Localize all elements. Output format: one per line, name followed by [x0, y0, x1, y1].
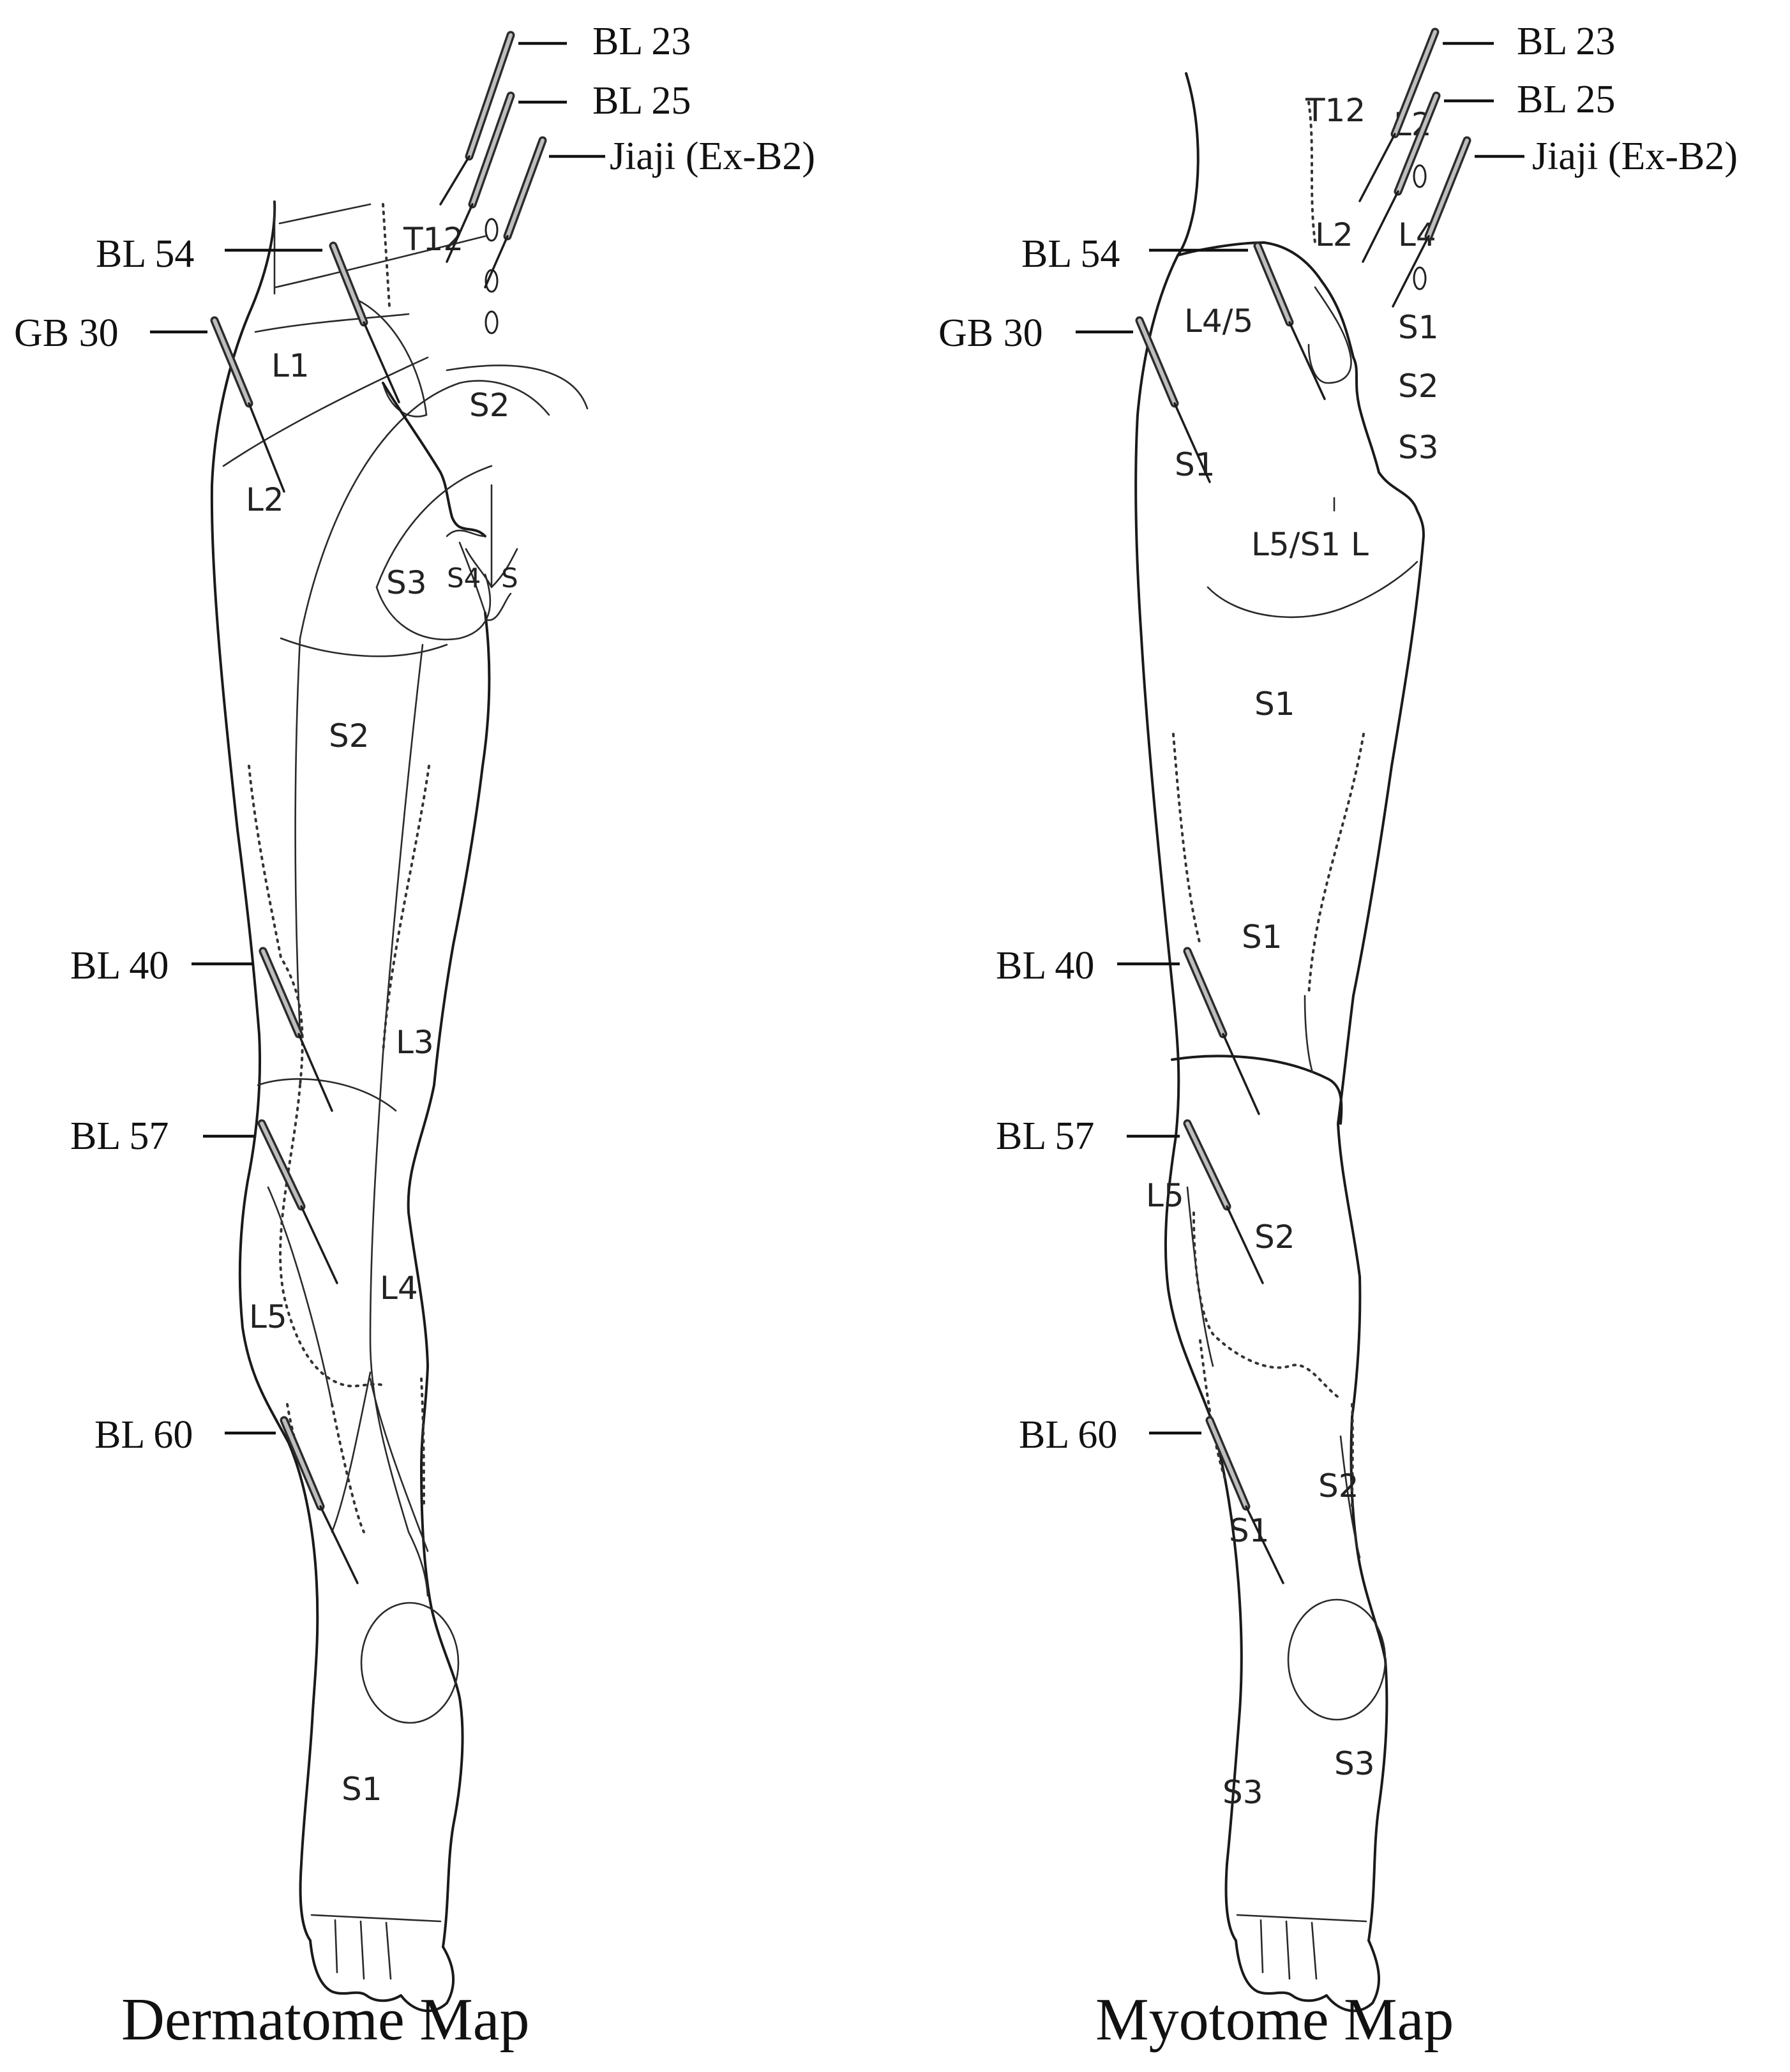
myotome-region-l5: L5 [1146, 1177, 1184, 1214]
dermatome-region-l2: L2 [246, 481, 284, 518]
dermatome-region-l5: L5 [249, 1298, 287, 1335]
dermatome-region-s4: S4 [447, 562, 481, 594]
dermatome-label-bl54: BL 54 [96, 232, 194, 276]
dermatome-region-l4: L4 [380, 1270, 418, 1307]
myotome-label-bl23: BL 23 [1517, 20, 1615, 63]
myotome-region-s1-buttock: S1 [1175, 446, 1215, 483]
myotome-region-s3-medial: S3 [1334, 1745, 1375, 1782]
myotome-acupoint-labels: BL 23 BL 25 Jiaji (Ex-B2) BL 54 GB 30 BL… [938, 20, 1738, 1457]
myotome-label-jiaji: Jiaji (Ex-B2) [1532, 135, 1738, 178]
dermatome-needles [210, 31, 547, 1584]
myotome-label-bl60: BL 60 [1019, 1413, 1117, 1457]
myotome-region-s3-lateral: S3 [1222, 1774, 1263, 1811]
dermatome-leader-lines [150, 41, 605, 1435]
dermatome-region-s1: S1 [342, 1771, 382, 1808]
myotome-region-l5-s1: L5/S1 L [1251, 526, 1369, 563]
myotome-region-s1-upper: S1 [1398, 309, 1439, 346]
myotome-label-gb30: GB 30 [938, 312, 1043, 355]
myotome-region-s2-calf: S2 [1254, 1219, 1295, 1256]
dermatome-label-bl57: BL 57 [70, 1115, 169, 1158]
dermatome-label-bl60: BL 60 [94, 1413, 193, 1457]
myotome-leg-outline [1134, 72, 1425, 2013]
myotome-dotted-boundaries [1172, 733, 1365, 1508]
myotome-leader-lines [1076, 41, 1524, 1435]
myotome-label-bl25: BL 25 [1517, 78, 1615, 121]
dermatome-region-labels: T12 L1 L2 S2 S3 S4 S S2 L3 L4 L5 S1 [246, 221, 518, 1808]
myotome-region-s2-upper: S2 [1398, 368, 1439, 405]
myotome-region-l4-5: L4/5 [1184, 303, 1253, 340]
myotome-figure: T12 L2 L2 L4 S1 S2 S3 L4/5 S1 L5/S1 L S1… [938, 20, 1738, 2053]
dermatome-leg-outline [210, 200, 589, 2013]
dermatome-title: Dermatome Map [121, 1986, 530, 2053]
dermatome-dotted-boundaries [248, 203, 430, 1533]
myotome-region-s1-thigh-upper: S1 [1254, 686, 1295, 723]
myotome-title: Myotome Map [1095, 1986, 1454, 2053]
dermatome-region-s2-upper: S2 [469, 387, 510, 424]
myotome-label-bl54: BL 54 [1021, 232, 1120, 276]
dermatome-region-l3: L3 [396, 1024, 434, 1061]
dermatome-region-t12: T12 [403, 221, 463, 258]
myotome-region-l2-lower: L2 [1315, 216, 1353, 253]
dermatome-label-gb30: GB 30 [14, 312, 119, 355]
myotome-region-s2-lower: S2 [1318, 1468, 1359, 1505]
myotome-region-labels: T12 L2 L2 L4 S1 S2 S3 L4/5 S1 L5/S1 L S1… [1146, 92, 1439, 1811]
myotome-sacral-foramina [1413, 164, 1427, 290]
myotome-region-s3-upper: S3 [1398, 429, 1439, 466]
dermatome-region-s: S [501, 562, 518, 594]
dermatome-label-bl40: BL 40 [70, 944, 169, 987]
dermatome-acupoint-labels: BL 23 BL 25 Jiaji (Ex-B2) BL 54 GB 30 BL… [14, 20, 815, 1457]
dermatome-region-s3: S3 [386, 564, 427, 601]
dermatome-label-bl23: BL 23 [592, 20, 691, 63]
myotome-region-t12: T12 [1305, 92, 1365, 129]
myotome-label-bl57: BL 57 [996, 1115, 1094, 1158]
dermatome-sacral-foramina [485, 218, 499, 334]
dermatome-region-s2-thigh: S2 [329, 717, 370, 754]
myotome-region-s1-thigh-lower: S1 [1242, 919, 1282, 956]
dermatome-region-l1: L1 [271, 347, 310, 384]
dermatome-figure: T12 L1 L2 S2 S3 S4 S S2 L3 L4 L5 S1 [14, 20, 815, 2053]
dermatome-label-bl25: BL 25 [592, 79, 691, 123]
dermatome-label-jiaji: Jiaji (Ex-B2) [610, 135, 815, 178]
myotome-label-bl40: BL 40 [996, 944, 1094, 987]
myotome-needles [1135, 27, 1471, 1584]
